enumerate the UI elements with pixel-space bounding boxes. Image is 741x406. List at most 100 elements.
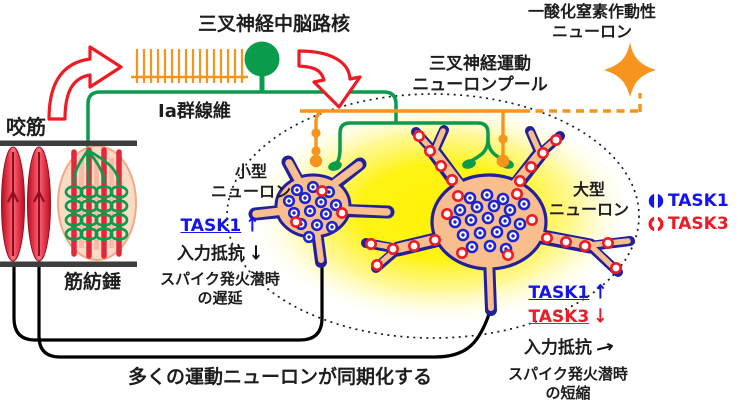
bottom-caption: 多くの運動ニューロンが同期化する	[127, 366, 432, 388]
small-input-resistance-row: 入力抵抗↓	[152, 242, 288, 266]
task1-channel-pore	[522, 202, 526, 206]
task3-channel	[412, 130, 425, 143]
small-task1-label: TASK1	[180, 216, 242, 236]
task1-channel-pore	[330, 225, 334, 229]
task1-channel-pore	[308, 209, 312, 213]
small-neuron-effects: TASK1↑ 入力抵抗↓ スパイク発火潜時 の遅延	[152, 214, 288, 307]
label-no-neuron-line1: 一酸化窒素作動性	[527, 2, 656, 21]
small-spike-latency-line2: の遅延	[197, 288, 243, 307]
task1-channel-pore	[458, 208, 462, 212]
tendon-bar-bottom	[0, 261, 137, 267]
label-mesencephalic-nucleus: 三叉神経中脳路核	[197, 13, 350, 35]
large-spike-latency-line1: スパイク発火潜時	[508, 365, 628, 384]
large-neuron-channels	[364, 130, 622, 274]
large-task1-up-arrow: ↑	[593, 281, 608, 305]
task3-channel	[428, 234, 441, 247]
task1-channel-pore	[488, 244, 492, 248]
task3-channel	[609, 261, 622, 274]
task3-channel	[290, 216, 302, 228]
motor-axon-large	[37, 266, 493, 359]
label-small-neuron: 小型 ニューロン	[203, 162, 299, 201]
large-input-resistance-row: 入力抵抗→	[496, 337, 640, 361]
task3-channel	[455, 247, 468, 260]
legend-task3-row: TASK3	[648, 212, 729, 235]
label-large-neuron-line1: 大型	[572, 180, 605, 199]
large-task1-label: TASK1	[528, 283, 590, 303]
task1-channel-pore	[307, 235, 311, 239]
task1-channel-pore	[501, 197, 505, 201]
task3-channel	[451, 190, 464, 203]
large-spike-latency-line2: の短縮	[545, 383, 591, 402]
legend-task3-label: TASK3	[668, 213, 729, 234]
task1-channel-pore	[495, 230, 499, 234]
task1-channel-pore	[311, 185, 315, 189]
label-no-neuron-line2: ニューロン	[551, 21, 632, 41]
task1-channel-pore	[315, 223, 319, 227]
task3-channel	[407, 240, 420, 253]
motor-pool-boundary	[226, 93, 640, 339]
masseter-muscle-fibers	[1, 146, 51, 262]
task1-channel-pore	[324, 212, 328, 216]
label-motor-pool-line1: 三叉神経運動	[429, 54, 531, 74]
label-masseter: 咬筋	[6, 115, 46, 139]
task1-channel-pore	[511, 234, 515, 238]
task3-channel	[525, 214, 538, 227]
mesencephalic-soma	[244, 41, 280, 92]
ia-annulospiral-endings	[64, 148, 129, 241]
task1-channel-pore	[468, 196, 472, 200]
red-arrow-down	[297, 49, 362, 109]
large-task3-row: TASK3↓	[496, 305, 640, 329]
label-motor-pool: 三叉神経運動 ニューロンプール	[400, 54, 560, 95]
task3-channel	[445, 174, 458, 187]
small-input-resistance-label: 入力抵抗	[176, 243, 245, 264]
task3-channel	[370, 258, 383, 271]
spike-train	[131, 49, 248, 83]
task3-channel	[513, 175, 526, 188]
large-task3-down-arrow: ↓	[593, 305, 608, 329]
tendon-bar-top	[0, 140, 137, 146]
no-fiber-line	[300, 93, 642, 156]
label-motor-pool-line2: ニューロンプール	[412, 74, 548, 95]
task1-channel-pore	[470, 245, 474, 249]
legend-task1-row: TASK1	[648, 189, 729, 212]
task3-channel	[510, 188, 523, 201]
task3-channel	[524, 161, 537, 174]
red-arrow-left	[47, 45, 123, 121]
task1-channel-pore	[485, 193, 489, 197]
muscle-spindle-capsule	[57, 145, 137, 261]
legend-task1-label: TASK1	[668, 190, 729, 211]
task1-channel-pore	[287, 199, 291, 203]
large-task3-label: TASK3	[528, 306, 590, 327]
task3-channel	[316, 185, 328, 197]
label-small-neuron-line1: 小型	[234, 162, 267, 181]
label-large-neuron-line2: ニューロン	[548, 199, 629, 219]
task1-channel-pore	[508, 208, 512, 212]
large-neuron-effects: TASK1↑ TASK3↓ 入力抵抗→ スパイク発火潜時 の短縮	[496, 281, 640, 402]
task1-channel-icon	[648, 192, 664, 209]
label-ia-fiber: Ia群線維	[158, 101, 231, 122]
small-task1-up-arrow: ↑	[245, 214, 260, 238]
no-fiber-varicosities	[309, 128, 510, 168]
task3-channel	[540, 232, 553, 245]
excitation-arrows	[47, 45, 362, 121]
task1-channel-pore	[303, 196, 307, 200]
large-task1-row: TASK1↑	[496, 281, 640, 305]
no-neuron-star	[604, 42, 656, 97]
task1-channel-pore	[461, 233, 465, 237]
task1-channel-pore	[292, 211, 296, 215]
task3-channel	[501, 249, 514, 262]
small-input-resistance-down-arrow: ↓	[248, 242, 264, 266]
task3-channel	[559, 236, 572, 249]
task3-channel	[423, 145, 436, 158]
task3-channel	[578, 240, 591, 253]
task1-channel-pore	[492, 204, 496, 208]
task3-channel	[536, 147, 549, 160]
small-neuron-channels	[282, 180, 348, 244]
channel-legend: TASK1 TASK3	[648, 189, 729, 235]
motor-axon-small	[12, 258, 324, 342]
task1-channel-pore	[453, 220, 457, 224]
task3-channel	[336, 207, 348, 219]
large-input-resistance-label: 入力抵抗	[523, 338, 592, 359]
label-large-neuron: 大型 ニューロン	[543, 180, 635, 219]
